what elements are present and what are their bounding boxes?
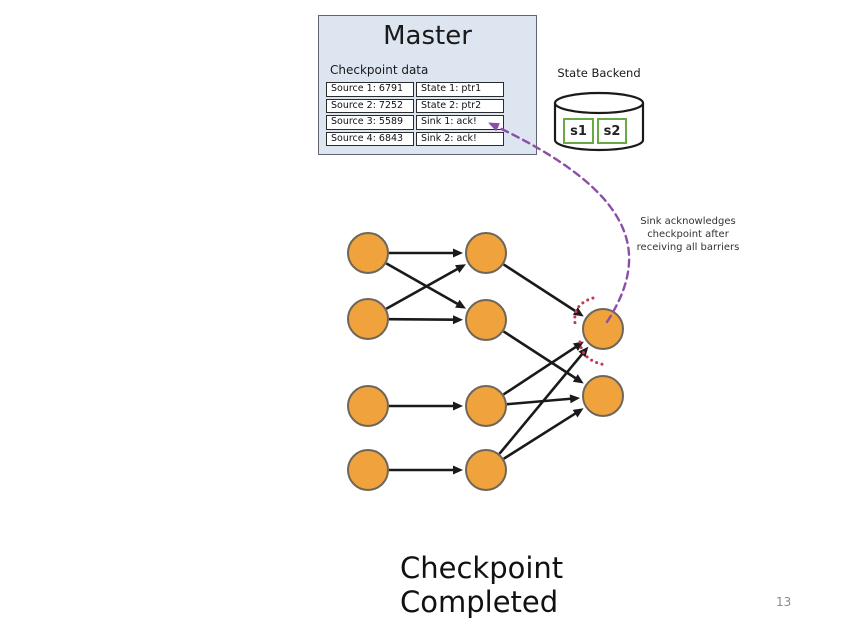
edge-line <box>388 317 456 322</box>
slide-title-line: Completed <box>400 585 559 619</box>
barrier-dots-icon <box>578 340 608 367</box>
node-op4 <box>465 449 507 491</box>
edge-arrowhead-icon <box>455 299 466 309</box>
node-source3 <box>347 385 389 427</box>
edge-arrowhead-icon <box>578 346 589 358</box>
checkpoint-table-cell: Source 2: 7252 <box>326 98 414 113</box>
edge-line <box>502 330 578 381</box>
checkpoint-table-cell: State 2: ptr2 <box>416 98 504 113</box>
sink-ack-annotation: Sink acknowledges checkpoint after recei… <box>617 216 759 254</box>
slide-title: Checkpoint Completed <box>400 551 563 619</box>
node-source1 <box>347 232 389 274</box>
checkpoint-table-cell: Sink 2: ack! <box>416 131 504 146</box>
edge-line <box>385 262 460 306</box>
edge-arrowhead-icon <box>572 374 584 384</box>
edge-line <box>506 397 573 406</box>
edge-arrowhead-icon <box>452 315 464 325</box>
state-backend-cylinder-top <box>553 91 645 115</box>
checkpoint-table-cell: Source 3: 5589 <box>326 115 414 130</box>
checkpoint-data-label: Checkpoint data <box>330 63 429 77</box>
edge-line <box>503 411 578 460</box>
edge-line <box>385 266 460 310</box>
state-backend-label: State Backend <box>557 66 641 80</box>
node-sink1 <box>582 308 624 350</box>
sink-ack-annotation-line: receiving all barriers <box>636 241 740 253</box>
edge-arrowhead-icon <box>572 408 584 418</box>
sink-ack-annotation-line: Sink acknowledges <box>640 216 736 227</box>
node-op3 <box>465 385 507 427</box>
node-op2 <box>465 299 507 341</box>
edge-arrowhead-icon <box>453 401 463 411</box>
checkpoint-table-cell: Source 1: 6791 <box>326 82 414 97</box>
edge-line <box>502 344 578 396</box>
edge-line <box>502 263 578 314</box>
master-title: Master <box>383 21 472 51</box>
barrier-dots-icon <box>573 296 595 330</box>
edge-arrowhead-icon <box>453 248 463 258</box>
edge-arrowhead-icon <box>453 465 463 475</box>
node-op1 <box>465 232 507 274</box>
checkpoint-table-cell: Source 4: 6843 <box>326 131 414 146</box>
node-source2 <box>347 298 389 340</box>
edge-arrowhead-icon <box>569 394 581 404</box>
checkpoint-table-cell: State 1: ptr1 <box>416 82 504 97</box>
edge-arrowhead-icon <box>455 264 466 274</box>
node-sink2 <box>582 375 624 417</box>
edge-arrowhead-icon <box>572 341 584 351</box>
checkpoint-table-cell: Sink 1: ack! <box>416 115 504 130</box>
node-source4 <box>347 449 389 491</box>
state-slot-s2: s2 <box>597 118 627 144</box>
slide-title-line: Checkpoint <box>400 551 564 585</box>
state-slot-s1: s1 <box>563 118 594 144</box>
page-number: 13 <box>776 595 792 609</box>
edge-arrowhead-icon <box>572 307 584 317</box>
edge-line <box>498 352 585 455</box>
sink-ack-annotation-line: checkpoint after <box>647 228 729 240</box>
